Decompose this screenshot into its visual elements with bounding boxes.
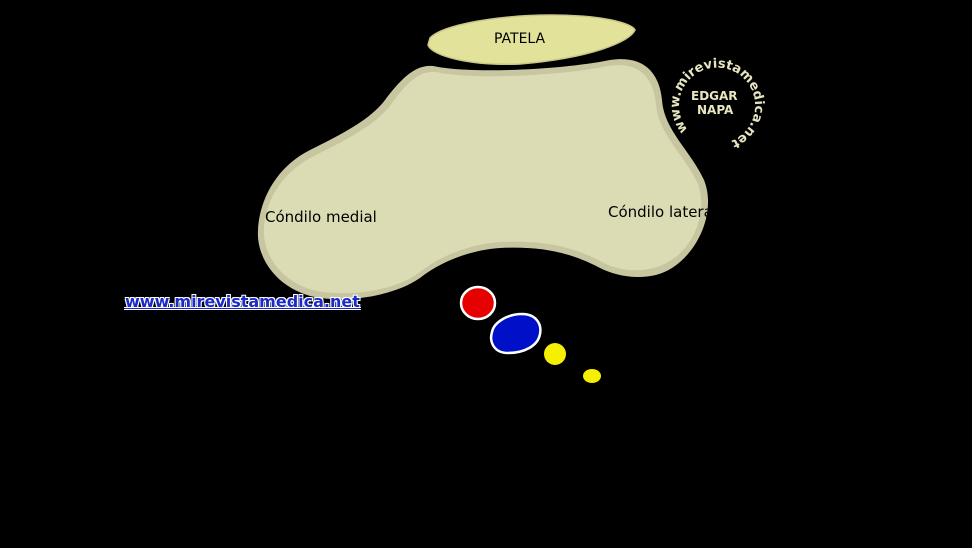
lateral-condyle-label: Cóndilo lateral	[608, 203, 717, 221]
seal-name-line2: NAPA	[697, 103, 734, 117]
nerve-small	[583, 369, 601, 383]
patella-label: PATELA	[494, 31, 546, 47]
nerve-large	[544, 343, 566, 365]
seal-name-line1: EDGAR	[691, 89, 738, 103]
patella-bone	[427, 14, 636, 66]
website-link[interactable]: www.mirevistamedica.net	[125, 292, 360, 311]
femur-condyles	[263, 65, 702, 294]
artery-circle	[459, 285, 497, 321]
medial-condyle-label: Cóndilo medial	[265, 208, 377, 226]
vein-shape	[490, 312, 542, 355]
